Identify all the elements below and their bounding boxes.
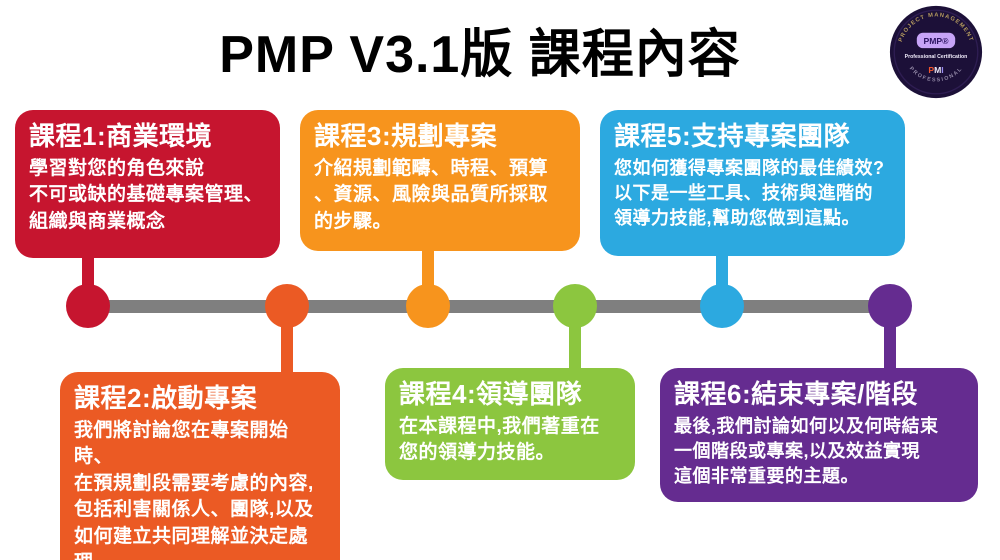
course-box-6: 課程6:結束專案/階段 最後,我們討論如何以及何時結束 一個階段或專案,以及效益…	[660, 368, 978, 502]
course-3-title: 課程3:規劃專案	[314, 121, 498, 151]
course-3-description: 介紹規劃範疇、時程、預算 、資源、風險與品質所採取 的步驟。	[314, 157, 549, 232]
course-1-title: 課程1:商業環境	[29, 121, 213, 151]
timeline-node-1	[66, 284, 110, 328]
page-title: PMP V3.1版 課程內容	[219, 26, 741, 84]
course-4-title: 課程4:領導團隊	[399, 379, 583, 409]
course-2-title: 課程2:啟動專案	[74, 383, 258, 413]
course-box-2: 課程2:啟動專案 我們將討論您在專案開始時、 在預規劃段需要考慮的內容, 包括利…	[60, 372, 340, 560]
badge-pmp-pill	[916, 32, 956, 49]
course-5-title: 課程5:支持專案團隊	[614, 121, 851, 151]
timeline-node-6	[868, 284, 912, 328]
course-5-description: 您如何獲得專案團隊的最佳績效? 以下是一些工具、技術與進階的 領導力技能,幫助您…	[614, 157, 885, 228]
course-box-5: 課程5:支持專案團隊 您如何獲得專案團隊的最佳績效? 以下是一些工具、技術與進階…	[600, 110, 905, 256]
badge-icon: PROJECT MANAGEMENT PROFESSIONAL PMP® Pro…	[889, 5, 983, 99]
pmi-logo-icon: PMI	[928, 65, 943, 75]
course-4-description: 在本課程中,我們著重在 您的領導力技能。	[399, 415, 600, 464]
course-box-1: 課程1:商業環境 學習對您的角色來說 不可或缺的基礎專案管理、 組織與商業概念	[15, 110, 280, 258]
pmp-certification-badge: PROJECT MANAGEMENT PROFESSIONAL PMP® Pro…	[888, 4, 984, 100]
timeline-bar	[85, 300, 893, 313]
badge-pmp-label: PMP®	[923, 36, 949, 46]
course-6-title: 課程6:結束專案/階段	[674, 379, 918, 409]
course-box-3: 課程3:規劃專案 介紹規劃範疇、時程、預算 、資源、風險與品質所採取 的步驟。	[300, 110, 580, 251]
course-1-description: 學習對您的角色來說 不可或缺的基礎專案管理、 組織與商業概念	[29, 157, 264, 232]
course-6-description: 最後,我們討論如何以及何時結束 一個階段或專案,以及效益實現 這個非常重要的主題…	[674, 415, 939, 486]
timeline-node-5	[700, 284, 744, 328]
timeline-node-2	[265, 284, 309, 328]
timeline-node-3	[406, 284, 450, 328]
course-box-4: 課程4:領導團隊 在本課程中,我們著重在 您的領導力技能。	[385, 368, 635, 480]
badge-subtitle: Professional Certification	[905, 54, 968, 60]
course-2-description: 我們將討論您在專案開始時、 在預規劃段需要考慮的內容, 包括利害關係人、團隊,以…	[74, 419, 314, 560]
timeline-node-4	[553, 284, 597, 328]
